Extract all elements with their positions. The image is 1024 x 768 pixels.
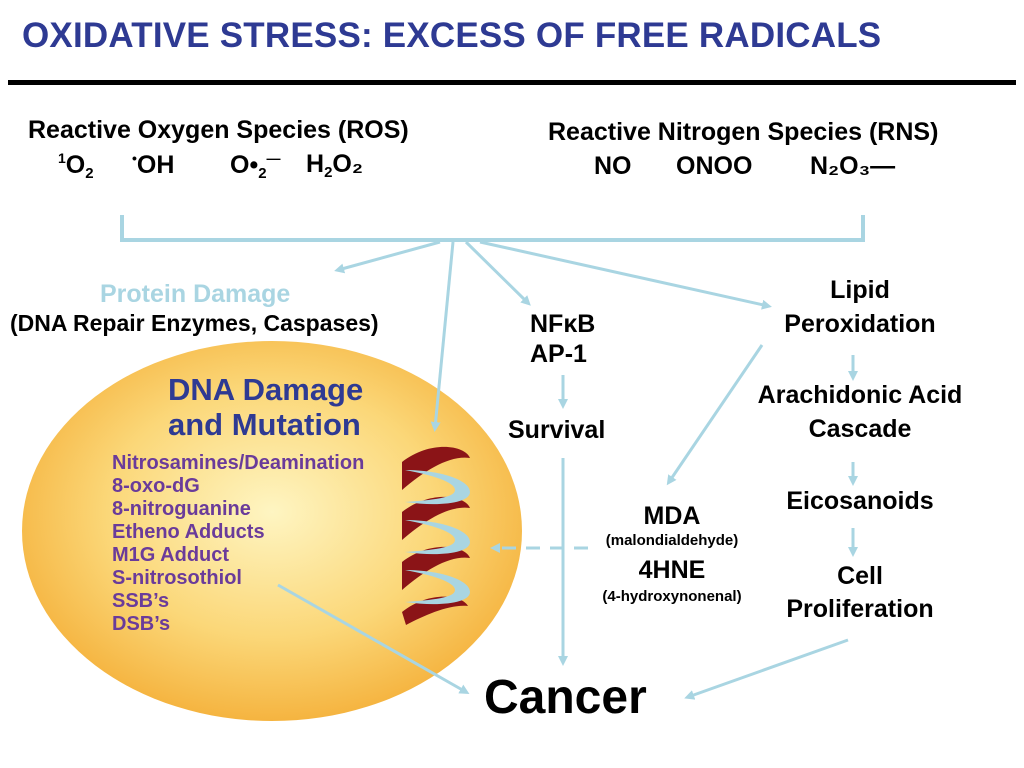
lipid-label: Lipid bbox=[830, 276, 890, 304]
hne-full-name: (4-hydroxynonenal) bbox=[602, 588, 742, 605]
cancer-label: Cancer bbox=[484, 671, 647, 724]
proliferation-label: Proliferation bbox=[786, 595, 934, 623]
protein-damage-title: Protein Damage bbox=[100, 280, 291, 308]
nfkb-label: NFκB bbox=[530, 310, 596, 338]
cell-label: Cell bbox=[837, 562, 883, 590]
list-item: 8-nitroguanine bbox=[112, 498, 251, 520]
ap1-label: AP-1 bbox=[530, 340, 587, 368]
list-item: DSB’s bbox=[112, 613, 171, 635]
hne-label: 4HNE bbox=[638, 556, 706, 584]
mda-label: MDA bbox=[643, 502, 701, 530]
protein-damage-subtitle: (DNA Repair Enzymes, Caspases) bbox=[10, 310, 379, 336]
rns-species-onoo: ONOO bbox=[676, 152, 753, 180]
ros-heading: Reactive Oxygen Species (ROS) bbox=[28, 116, 409, 144]
eicosanoids-label: Eicosanoids bbox=[786, 487, 934, 515]
survival-label: Survival bbox=[508, 416, 606, 444]
arrow-dna-list-to-cancer bbox=[277, 583, 470, 694]
ros-species-hydrogen-peroxide: H2O₂ bbox=[306, 150, 363, 181]
cascade-label: Cascade bbox=[808, 415, 912, 443]
list-item: Nitrosamines/Deamination bbox=[112, 452, 365, 474]
peroxidation-label: Peroxidation bbox=[784, 310, 936, 338]
dna-helix-icon bbox=[402, 446, 470, 625]
page-title: OXIDATIVE STRESS: EXCESS OF FREE RADICAL… bbox=[22, 16, 882, 55]
dna-damage-ellipse bbox=[22, 341, 522, 721]
list-item: M1G Adduct bbox=[112, 544, 230, 566]
arrow-cell-to-cancer bbox=[684, 638, 849, 700]
list-item: S-nitrosothiol bbox=[112, 567, 242, 589]
dna-damage-list: Nitrosamines/Deamination 8-oxo-dG 8-nitr… bbox=[112, 452, 364, 636]
arrow-to-lipid-peroxidation bbox=[479, 240, 772, 310]
ros-species-superoxide: O•2— bbox=[230, 150, 281, 182]
rns-species-no: NO bbox=[594, 152, 632, 180]
ros-species-hydroxyl: •OH bbox=[132, 150, 175, 179]
arrow-lipid-to-mda bbox=[666, 344, 764, 486]
list-item: 8-oxo-dG bbox=[112, 475, 200, 497]
ros-species-singlet-oxygen: 1O2 bbox=[58, 150, 94, 182]
list-item: SSB’s bbox=[112, 590, 170, 612]
mda-full-name: (malondialdehyde) bbox=[605, 532, 739, 549]
arachidonic-acid-label: Arachidonic Acid bbox=[757, 381, 963, 409]
title-divider bbox=[8, 80, 1016, 85]
arrow-to-protein-damage bbox=[334, 240, 441, 274]
arrow-to-nfkb bbox=[464, 240, 531, 306]
arrow-to-dna-helix bbox=[430, 241, 455, 432]
dna-damage-heading: DNA Damage bbox=[168, 372, 364, 407]
ros-rns-bracket bbox=[120, 215, 865, 242]
list-item: Etheno Adducts bbox=[112, 521, 265, 543]
rns-species-n2o3: N₂O₃— bbox=[810, 152, 896, 180]
rns-heading: Reactive Nitrogen Species (RNS) bbox=[548, 118, 939, 146]
dna-mutation-heading: and Mutation bbox=[168, 407, 361, 442]
